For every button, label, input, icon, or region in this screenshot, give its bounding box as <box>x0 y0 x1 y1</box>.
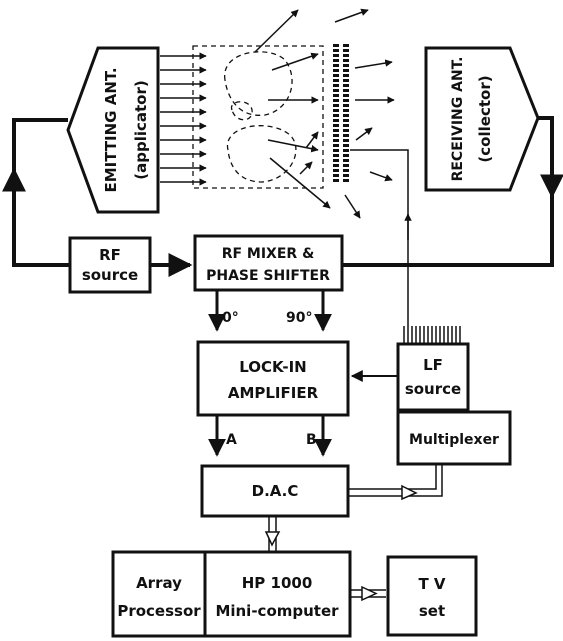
rf-source-label-1: RF <box>99 246 121 264</box>
rf-mixer-label-2: PHASE SHIFTER <box>206 268 330 284</box>
lockin-to-dac-wiring: A B <box>208 415 332 457</box>
receiving-antenna-subtitle: (collector) <box>476 75 494 162</box>
lock-in-amplifier-block: LOCK-IN AMPLIFIER <box>196 340 350 417</box>
lf-source-label-2: source <box>405 380 461 398</box>
tv-label-2: set <box>419 602 445 620</box>
computer-to-tv-bus <box>350 585 386 602</box>
tv-label-1: T V <box>418 575 445 593</box>
multiplexer-block: Multiplexer <box>396 410 512 466</box>
minicomputer-label-1: HP 1000 <box>242 574 313 592</box>
rf-loop-wiring <box>1 116 563 277</box>
receiving-antenna: RECEIVING ANT. (collector) <box>424 46 540 192</box>
rf-source-label-2: source <box>82 266 138 284</box>
dac-label: D.A.C <box>252 482 299 500</box>
lf-source-block: LF source <box>396 326 470 412</box>
multiplexer-label: Multiplexer <box>409 432 499 448</box>
array-processor-label-1: Array <box>136 574 182 592</box>
array-processor-label-2: Processor <box>117 602 201 620</box>
phase-0-label: 0° <box>222 310 239 326</box>
receiving-antenna-title: RECEIVING ANT. <box>450 57 466 182</box>
channel-b-label: B <box>306 432 317 448</box>
minicomputer-label-2: Mini-computer <box>215 602 339 620</box>
rf-source-block: RF source <box>68 236 152 294</box>
body-phantom <box>192 45 324 189</box>
multiplexer-to-dac-bus <box>348 464 443 501</box>
channel-a-label: A <box>226 432 237 448</box>
emitting-antenna-title: EMITTING ANT. <box>102 67 120 192</box>
lock-in-label-2: AMPLIFIER <box>228 384 319 402</box>
rf-mixer-block: RF MIXER & PHASE SHIFTER <box>193 234 344 292</box>
emitting-antenna: EMITTING ANT. (applicator) <box>66 46 160 214</box>
emitting-antenna-subtitle: (applicator) <box>132 80 150 179</box>
dac-to-computer-bus <box>264 516 281 552</box>
mixer-to-lockin-wiring: 0° 90° <box>208 290 332 332</box>
lock-in-label-1: LOCK-IN <box>239 358 306 376</box>
phase-90-label: 90° <box>286 310 312 326</box>
scattered-wave-arrows <box>254 8 395 219</box>
modulated-dipole-array <box>333 44 349 184</box>
lf-source-label-1: LF <box>423 356 443 374</box>
dac-block: D.A.C <box>200 464 350 518</box>
lf-to-dipole-wiring <box>350 149 412 326</box>
tv-set-block: T V set <box>386 555 478 637</box>
rf-mixer-label-1: RF MIXER & <box>222 246 315 262</box>
computer-block: Array Processor HP 1000 Mini-computer <box>111 550 352 638</box>
incident-wave-arrows <box>160 52 207 186</box>
